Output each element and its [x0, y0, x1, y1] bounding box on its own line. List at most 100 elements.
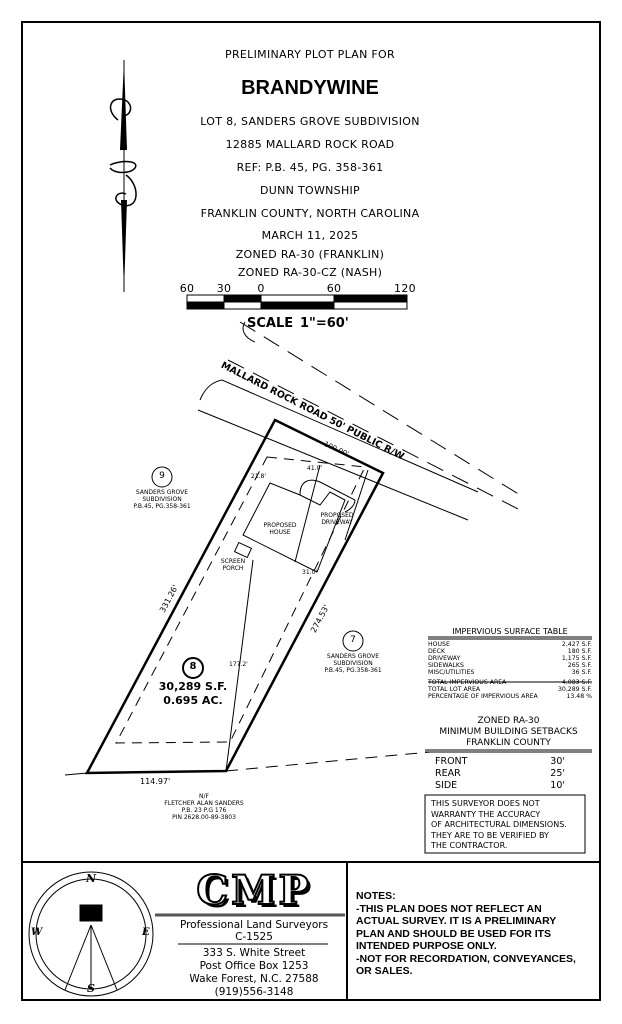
table-row: DECK 180 S.F. — [428, 648, 592, 655]
setbacks-line: FRANKLIN COUNTY — [466, 738, 551, 748]
compass-logo-icon — [28, 871, 154, 997]
county-line: FRANKLIN COUNTY, NORTH CAROLINA — [200, 207, 420, 220]
north-arrow-icon — [109, 60, 137, 292]
row-label: TOTAL IMPERVIOUS AREA — [428, 679, 507, 686]
row-value: 1,175 S.F. — [561, 655, 592, 662]
lot-number: 8 — [189, 661, 197, 672]
company-po-box: Post Office Box 1253 — [199, 960, 309, 972]
dim-177: 177.2' — [229, 661, 248, 668]
lot-9-line: P.B.45, PG.358-361 — [133, 503, 191, 510]
row-value: 180 S.F. — [567, 648, 592, 655]
total-row: PERCENTAGE OF IMPERVIOUS AREA 13.48 % — [428, 693, 592, 700]
row-value: 4,083 S.F. — [561, 679, 592, 686]
scale-tick: 0 — [257, 282, 265, 295]
company-city: Wake Forest, N.C. 27588 — [189, 973, 319, 985]
lot-area-sf: 30,289 S.F. — [158, 680, 228, 693]
lot-7-line: SANDERS GROVE — [326, 653, 380, 660]
row-value: 13.48 % — [566, 693, 592, 700]
owner-line: P.B. 23 P.G 176 — [181, 807, 227, 814]
table-rules — [425, 636, 592, 753]
setback-value: 25' — [550, 768, 565, 779]
ref-line: REF: P.B. 45, PG. 358-361 — [236, 161, 384, 174]
lot-9-line: SUBDIVISION — [142, 496, 182, 503]
lot-boundary — [84, 418, 385, 775]
township-line: DUNN TOWNSHIP — [260, 184, 360, 197]
compass-n: N — [85, 872, 97, 885]
disclaimer-line: THEY ARE TO BE VERIFIED BY — [431, 830, 549, 840]
lot-area-ac: 0.695 AC. — [163, 694, 223, 707]
lot-9-marker — [151, 466, 173, 488]
zoning-line-1: ZONED RA-30 (FRANKLIN) — [235, 248, 385, 261]
scale-tick: 120 — [394, 282, 416, 295]
rear-line-extension-left — [64, 772, 88, 776]
lot-9-number: 9 — [159, 471, 165, 481]
row-value: 30,289 S.F. — [557, 686, 592, 693]
row-label: SIDEWALKS — [428, 662, 464, 669]
setback-value: 30' — [550, 756, 565, 767]
setback-row: SIDE 10' — [435, 780, 565, 792]
note-line: INTENDED PURPOSE ONLY. — [356, 940, 497, 952]
row-label: DECK — [428, 648, 446, 655]
notes-heading: NOTES: — [356, 890, 396, 902]
table-row: MISC/UTILITIES 36 S.F. — [428, 669, 592, 676]
setbacks-heading: ZONED RA-30 MINIMUM BUILDING SETBACKS FR… — [425, 716, 592, 749]
owner-line: N/F — [199, 793, 209, 800]
note-line: -THIS PLAN DOES NOT REFLECT AN — [356, 902, 542, 915]
total-row: TOTAL LOT AREA 30,289 S.F. — [428, 686, 592, 693]
row-value: 2,427 S.F. — [561, 641, 592, 648]
row-label: MISC/UTILITIES — [428, 669, 475, 676]
disclaimer-text: THIS SURVEYOR DOES NOT WARRANTY THE ACCU… — [431, 799, 567, 852]
note-line: -NOT FOR RECORDATION, CONVEYANCES, — [356, 952, 576, 965]
dim-31: 31.0' — [302, 569, 318, 576]
scale-label: SCALE — [247, 316, 294, 331]
plan-heading: PRELIMINARY PLOT PLAN FOR — [225, 48, 395, 61]
scale-tick: 60 — [326, 282, 342, 295]
driveway-label: PROPOSED DRIVEWAY — [320, 512, 354, 526]
owner-line: PIN 2628.00-89-3803 — [172, 814, 236, 821]
row-label: TOTAL LOT AREA — [428, 686, 481, 693]
lot-7-line: P.B.45, PG.358-361 — [324, 667, 382, 674]
note-line: OR SALES. — [356, 965, 413, 977]
lot-9-line: SANDERS GROVE — [135, 489, 189, 496]
disclaimer-line: THIS SURVEYOR DOES NOT — [431, 799, 540, 808]
owner-line: FLETCHER ALAN SANDERS — [164, 800, 244, 807]
table-row: DRIVEWAY 1,175 S.F. — [428, 655, 592, 662]
lot-7-marker — [342, 630, 364, 652]
setback-value: 10' — [550, 780, 565, 791]
company-phone: (919)556-3148 — [214, 986, 294, 998]
setback-label: SIDE — [435, 780, 458, 791]
disclaimer-line: OF ARCHITECTURAL DIMENSIONS. — [431, 820, 567, 829]
row-value: 36 S.F. — [571, 669, 592, 676]
dim-41: 41.0' — [307, 465, 323, 472]
lot-7-number: 7 — [350, 635, 356, 645]
company-logo: CMP — [195, 867, 312, 914]
scale-tick: 60 — [179, 282, 195, 295]
dim-21: 21.8' — [251, 473, 267, 480]
row-label: PERCENTAGE OF IMPERVIOUS AREA — [428, 693, 538, 700]
compass-w: W — [31, 927, 43, 938]
project-title: BRANDYWINE — [241, 77, 379, 99]
road-lines — [197, 321, 521, 521]
disclaimer-line: THE CONTRACTOR. — [431, 841, 508, 850]
lot-7-line: SUBDIVISION — [333, 660, 373, 667]
zoning-line-2: ZONED RA-30-CZ (NASH) — [237, 266, 383, 279]
house-label: PROPOSED HOUSE — [263, 522, 297, 536]
total-row: TOTAL IMPERVIOUS AREA 4,083 S.F. — [428, 679, 592, 686]
notes: NOTES: -THIS PLAN DOES NOT REFLECT AN AC… — [356, 890, 576, 978]
row-label: DRIVEWAY — [428, 655, 461, 662]
rear-dimension: 114.97' — [140, 777, 171, 786]
company-street: 333 S. White Street — [202, 947, 306, 959]
address-line: 12885 MALLARD ROCK ROAD — [225, 138, 395, 151]
disclaimer-box — [424, 794, 586, 854]
scale-ratio: 1"=60' — [300, 316, 349, 331]
setbacks-line: MINIMUM BUILDING SETBACKS — [439, 727, 578, 737]
lot-line: LOT 8, SANDERS GROVE SUBDIVISION — [200, 115, 420, 128]
